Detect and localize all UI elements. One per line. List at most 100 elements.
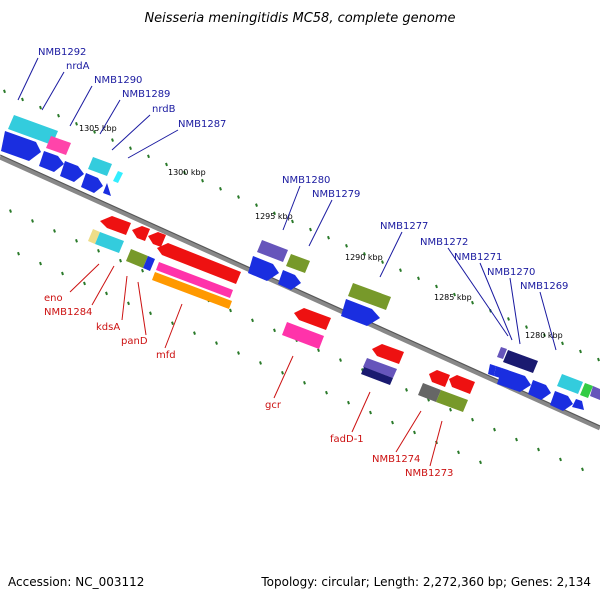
ruler-tick [309,227,312,232]
ruler-tick [581,467,584,472]
reverse-strand-genes [88,216,475,412]
ruler-tick [119,258,122,263]
ruler-tick [449,407,452,412]
ruler-tick [471,417,474,422]
ruler-tick [369,410,372,415]
ruler-tick [259,361,262,365]
ruler-tick [327,235,330,240]
ruler-tick [303,380,306,385]
ruler-tick [129,146,132,151]
ruler-tick [193,331,196,335]
gene-nmb1272 [503,350,538,373]
ruler-tick [413,430,416,435]
ruler-tick [391,420,394,425]
gene-nmb1292 [8,115,58,145]
ruler-tick [75,122,78,126]
genome-summary-text: Topology: circular; Length: 2,272,360 bp… [260,575,591,589]
ruler-tick [255,203,258,207]
ruler-tick [435,284,438,289]
ruler-tick [171,321,174,326]
gene-nmb1280 [257,240,288,262]
ruler-tick [97,248,100,253]
gene-eno [88,229,100,244]
top-gene-labels: NMB1292 nrdA NMB1290 NMB1289 nrdB NMB128… [38,47,568,292]
ruler-tick [273,328,276,333]
ruler-tick [561,341,564,346]
ruler-ticks [3,89,600,472]
ruler-tick [219,187,222,191]
gene-nmb1289 [39,151,64,172]
label-fadd-1: fadD-1 [330,434,364,445]
gene-nrda [46,136,71,155]
ruler-tick [525,325,528,329]
label-nmb1274: NMB1274 [372,454,420,465]
gene-nmb1287 [88,157,112,176]
ruler-label-1305: 1305 kbp [79,124,117,133]
gene-nmb1277 [348,283,391,310]
gene-nmb1284 [95,232,124,253]
ruler-tick [399,268,402,272]
ruler-tick [165,162,168,167]
ruler-label-1300: 1300 kbp [168,168,206,177]
gene-kdsa [126,249,148,268]
label-nrdb: nrdB [152,104,176,115]
ruler-tick [597,357,600,362]
ruler-tick [39,105,42,110]
ruler-tick [281,371,284,375]
ruler-tick [75,239,78,243]
ruler-label-1290: 1290 kbp [345,253,383,262]
ruler-tick [61,271,64,276]
gene-fadd-1 [363,358,397,378]
label-eno: eno [44,293,63,304]
bottom-gene-labels: eno NMB1284 kdsA panD mfd gcr fadD-1 NMB… [44,293,453,479]
ruler-tick [17,251,20,256]
label-nmb1290: NMB1290 [94,75,142,86]
ruler-tick [559,457,562,462]
ruler-tick [149,311,152,316]
label-nmb1277: NMB1277 [380,221,428,232]
bottom-label-connectors [69,263,443,467]
ruler-tick [105,291,108,296]
ruler-tick [579,349,582,354]
gene-mfd [157,243,241,284]
ruler-tick [39,261,42,266]
label-nmb1292: NMB1292 [38,47,86,58]
ruler-tick [515,437,518,442]
ruler-tick [347,400,350,405]
ruler-tick [251,318,254,323]
gene-nmb1269 [557,374,583,394]
ruler-tick [339,358,342,362]
ruler-tick [317,348,320,352]
ruler-tick [229,308,232,313]
label-nmb1272: NMB1272 [420,237,468,248]
ruler-tick [201,178,204,183]
ruler-tick [345,243,348,248]
map-title: Neisseria meningitidis MC58, complete ge… [144,11,455,26]
label-nmb1269: NMB1269 [520,281,568,292]
gene-nmb1271 [497,368,531,392]
forward-strand-genes [1,115,600,411]
ruler-tick [147,154,150,159]
label-mfd: mfd [156,350,176,361]
ruler-tick [53,229,56,233]
ruler-tick [31,219,34,223]
ruler-tick [127,301,130,306]
gene-red-1 [100,216,131,235]
label-gcr: gcr [265,400,282,411]
gene-pand [143,256,155,271]
ruler-tick [405,388,408,392]
ruler-tick [325,390,328,395]
gene-nmb1279 [286,254,310,273]
ruler-labels: 1305 kbp 1300 kbp 1295 kbp 1290 kbp 1285… [79,124,563,340]
label-pand: panD [121,336,148,347]
gene-nmb1274 [418,383,441,402]
gene-nmb1270 [528,380,551,400]
ruler-tick [83,281,86,286]
ruler-label-1280: 1280 kbp [525,331,563,340]
ruler-tick [381,260,384,264]
ruler-tick [453,292,456,297]
ruler-tick [471,300,474,305]
top-label-connectors [17,57,557,351]
label-nmb1271: NMB1271 [454,252,502,263]
ruler-tick [273,211,276,216]
